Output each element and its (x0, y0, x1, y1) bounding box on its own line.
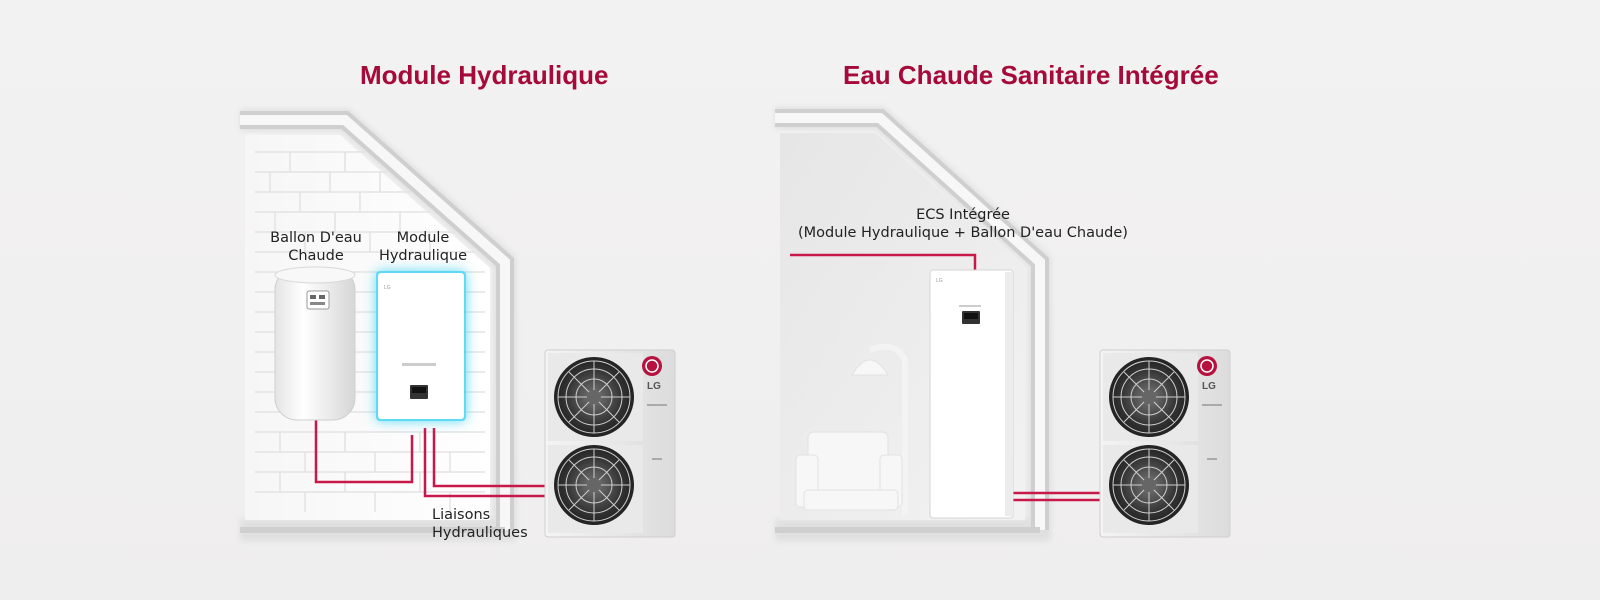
label-integrated-ecs-line1: ECS Intégrée (916, 207, 1010, 223)
label-hydraulic-links: Liaisons Hydrauliques (432, 506, 528, 542)
label-hydraulic-links-line2: Hydrauliques (432, 525, 528, 541)
lg-brand-text: LG (647, 381, 661, 392)
hydraulic-module: LG (376, 271, 466, 421)
lg-logo-icon (642, 356, 662, 376)
label-integrated-ecs: ECS Intégrée (Module Hydraulique + Ballo… (768, 206, 1158, 242)
label-hot-water-tank-line2: Chaude (288, 248, 344, 264)
label-hydraulic-module: Module Hydraulique (370, 229, 476, 265)
right-house (775, 107, 1051, 541)
left-outdoor-unit: LG (544, 349, 676, 538)
label-hydraulic-links-line1: Liaisons (432, 507, 491, 523)
label-integrated-ecs-line2: (Module Hydraulique + Ballon D'eau Chaud… (798, 225, 1128, 241)
hot-water-tank (274, 266, 356, 421)
right-panel-title: Eau Chaude Sanitaire Intégrée (843, 60, 1219, 90)
label-hydraulic-module-line2: Hydraulique (378, 248, 468, 264)
right-outdoor-unit: LG (1099, 349, 1231, 538)
svg-text:LG: LG (936, 278, 943, 284)
lg-logo-icon (1197, 356, 1217, 376)
room-furniture (795, 343, 908, 515)
lg-brand-text: LG (1202, 381, 1216, 392)
label-hot-water-tank-line1: Ballon D'eau (270, 230, 362, 246)
svg-text:LG: LG (384, 285, 391, 291)
left-panel-title: Module Hydraulique (360, 60, 609, 90)
integrated-ecs-unit: LG (929, 269, 1014, 519)
left-hydraulic-pipes (314, 418, 550, 498)
label-hot-water-tank: Ballon D'eau Chaude (268, 229, 364, 265)
right-hydraulic-pipes (790, 253, 1102, 502)
label-hydraulic-module-line1: Module (396, 230, 450, 246)
